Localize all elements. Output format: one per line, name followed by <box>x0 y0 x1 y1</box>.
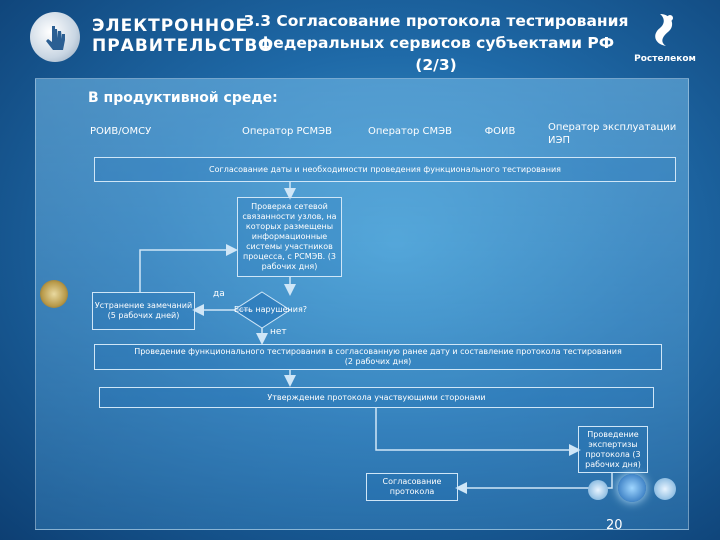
step-fix-remarks: Устранение замечаний (5 рабочих дней) <box>92 292 195 330</box>
step-fix-remarks-text: Устранение замечаний (5 рабочих дней) <box>94 301 193 320</box>
step-agree-date-text: Согласование даты и необходимости провед… <box>209 164 561 174</box>
government-hand-logo-icon <box>30 12 80 62</box>
nav-button-icon[interactable] <box>588 480 608 500</box>
column-iep: Оператор эксплуатации ИЭП <box>548 122 677 146</box>
column-rsmev: Оператор РСМЭВ <box>242 126 332 137</box>
brand-label: Ростелеком <box>634 54 696 64</box>
step-functional-test-text: Проведение функционального тестирования … <box>134 347 622 356</box>
column-roiv: РОИВ/ОМСУ <box>90 126 152 137</box>
column-smev: Оператор СМЭВ <box>368 126 452 137</box>
decision-yes-label: да <box>213 289 225 299</box>
state-emblem-icon <box>40 280 68 308</box>
nav-button-active-icon[interactable] <box>618 474 646 502</box>
step-sign-protocol: Согласование протокола <box>366 473 458 501</box>
page-number: 20 <box>606 518 623 533</box>
step-functional-test-days: (2 рабочих дня) <box>344 357 412 366</box>
step-agree-date: Согласование даты и необходимости провед… <box>94 157 676 182</box>
step-expertise: Проведение экспертизы протокола (3 рабоч… <box>578 426 648 473</box>
step-approve-protocol: Утверждение протокола участвующими сторо… <box>99 387 654 408</box>
step-sign-protocol-text: Согласование протокола <box>382 477 442 496</box>
decision-label: Есть нарушения? <box>234 305 308 314</box>
slide-title-line-1: 3.3 Согласование протокола тестирования <box>243 12 629 30</box>
step-approve-protocol-text: Утверждение протокола участвующими сторо… <box>267 392 486 402</box>
column-foiv: ФОИВ <box>484 126 516 137</box>
logo-line-2: ПРАВИТЕЛЬСТВО <box>92 36 274 56</box>
step-network-check: Проверка сетевой связанности узлов, на к… <box>237 197 342 277</box>
step-functional-test: Проведение функционального тестирования … <box>94 344 662 370</box>
section-title: В продуктивной среде: <box>88 90 278 106</box>
step-expertise-text: Проведение экспертизы протокола (3 рабоч… <box>585 429 641 469</box>
slide-title-line-2: федеральных сервисов субъектами РФ (2/3) <box>257 34 615 74</box>
step-network-check-text: Проверка сетевой связанности узлов, на к… <box>242 202 337 271</box>
decision-no-label: нет <box>270 327 287 337</box>
logo-line-1: ЭЛЕКТРОННОЕ <box>92 16 249 36</box>
rostelecom-logo-icon <box>630 10 700 50</box>
slide-title: 3.3 Согласование протокола тестирования … <box>236 10 636 76</box>
nav-button-next-icon[interactable] <box>654 478 676 500</box>
